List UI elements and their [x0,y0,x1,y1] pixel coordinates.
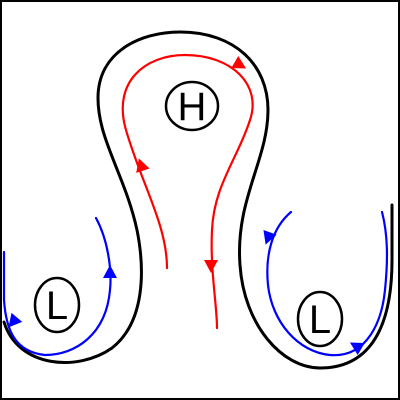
anticyclonic-flow-line [121,53,254,330]
arrowhead-icon [204,260,218,273]
arrowhead-icon [8,312,23,328]
high-pressure-marker: H [164,80,220,132]
low-pressure-marker-right: L [296,290,344,348]
low-pressure-label-left: L [46,284,68,328]
arrowhead-icon [136,158,150,173]
arrowhead-icon [103,265,117,278]
cyclonic-flow-line-right [266,210,389,357]
low-pressure-circle-right [296,290,344,348]
arrowhead-icon [349,342,365,356]
arrowhead-icon [263,229,277,245]
isobar-contour [2,30,394,370]
low-pressure-marker-left: L [33,276,81,334]
cyclonic-flow-line-left [2,216,112,357]
low-pressure-label-right: L [309,298,331,342]
arrowhead-icon [231,55,247,69]
low-pressure-circle-left [33,276,81,334]
high-pressure-label: H [178,85,207,129]
high-pressure-circle [164,80,220,132]
